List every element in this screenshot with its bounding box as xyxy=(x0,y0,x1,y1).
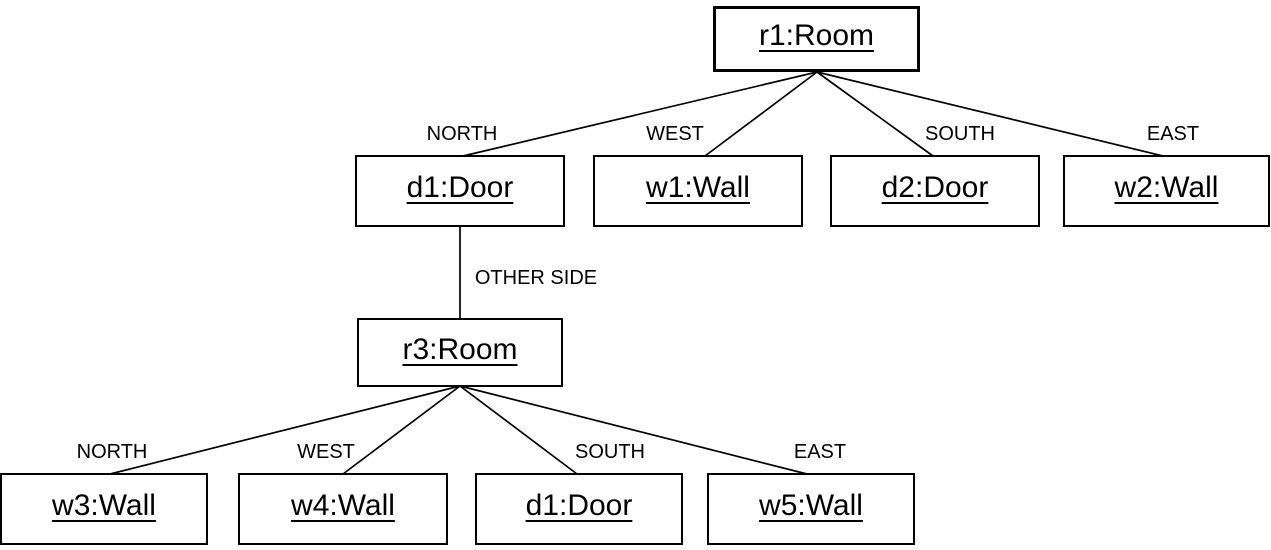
node-w4-wall: w4:Wall xyxy=(238,473,448,545)
edge-label-other-side: OTHER SIDE xyxy=(472,267,600,289)
node-w1-wall-label: w1:Wall xyxy=(646,171,750,204)
edge-label-r1-north: NORTH xyxy=(424,123,500,145)
node-r1-room-label: r1:Room xyxy=(758,19,875,52)
node-d1b-door: d1:Door xyxy=(475,473,683,545)
edge-r3-w4 xyxy=(342,385,461,475)
node-d1b-door-label: d1:Door xyxy=(525,489,633,522)
node-w5-wall-label: w5:Wall xyxy=(759,489,863,522)
edge-label-r3-east: EAST xyxy=(791,441,849,463)
node-w2-wall-label: w2:Wall xyxy=(1114,171,1219,204)
node-d1-door-label: d1:Door xyxy=(406,171,514,204)
edge-r1-d2 xyxy=(816,71,934,157)
node-d2-door-label: d2:Door xyxy=(881,171,989,204)
node-r1-room: r1:Room xyxy=(713,6,920,72)
edge-r3-w3 xyxy=(109,385,461,475)
edge-label-r1-east: EAST xyxy=(1144,123,1202,145)
edge-r3-d1b xyxy=(459,385,578,475)
node-r3-room-label: r3:Room xyxy=(402,332,518,366)
edge-label-r1-south: SOUTH xyxy=(923,123,997,145)
edge-r1-w2 xyxy=(816,71,1164,157)
node-w2-wall: w2:Wall xyxy=(1063,155,1270,227)
node-w3-wall-label: w3:Wall xyxy=(52,489,156,522)
edge-r3-w5 xyxy=(459,385,808,475)
node-w3-wall: w3:Wall xyxy=(0,473,208,545)
node-d2-door: d2:Door xyxy=(830,155,1040,227)
edge-label-r1-west: WEST xyxy=(644,123,706,145)
edge-r1-w1 xyxy=(704,71,818,157)
edge-label-r3-north: NORTH xyxy=(74,441,150,463)
node-w4-wall-label: w4:Wall xyxy=(291,489,395,522)
edge-r1-d1 xyxy=(462,71,818,157)
edge-label-r3-west: WEST xyxy=(295,441,357,463)
node-d1-door: d1:Door xyxy=(355,155,565,227)
node-w1-wall: w1:Wall xyxy=(593,155,803,227)
node-r3-room: r3:Room xyxy=(357,318,563,387)
node-w5-wall: w5:Wall xyxy=(707,473,915,545)
edge-label-r3-south: SOUTH xyxy=(573,441,647,463)
